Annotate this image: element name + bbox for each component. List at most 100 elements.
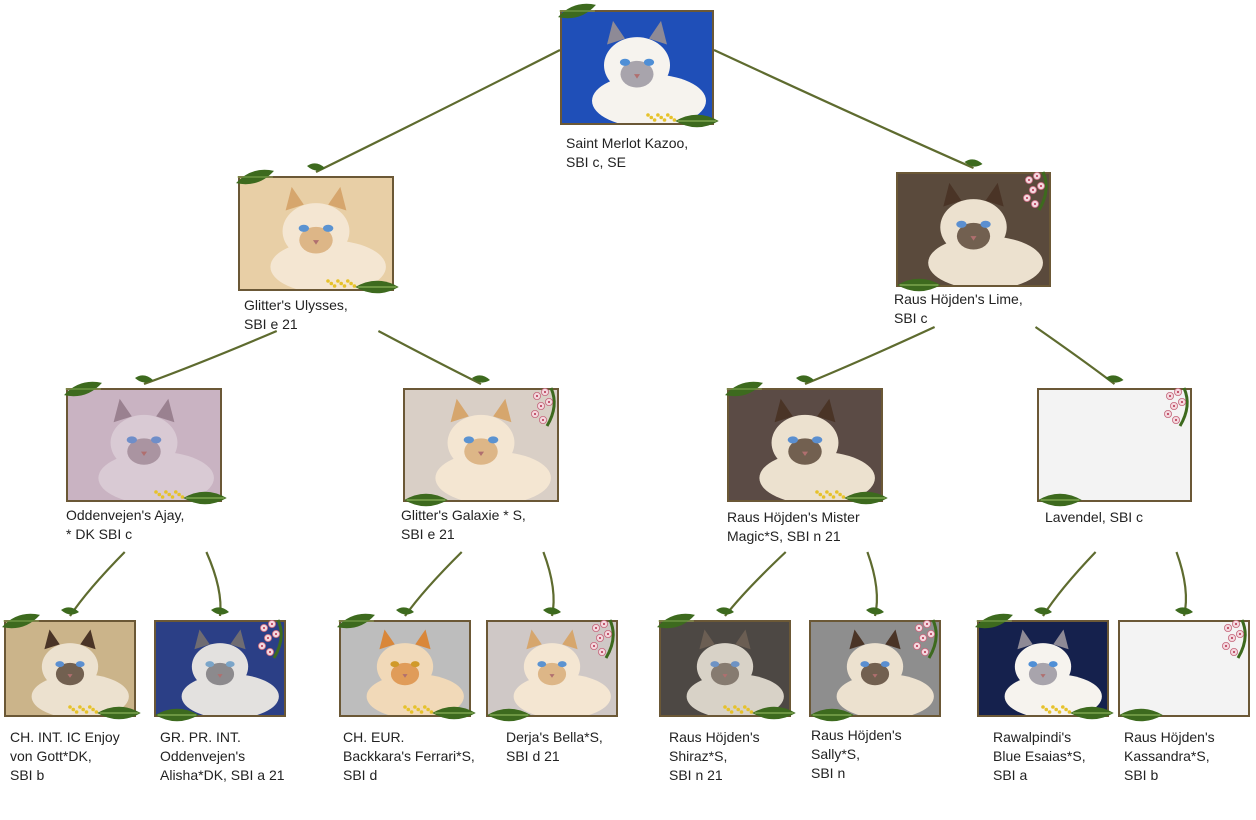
cat-breed: von Gott*DK, [10,748,92,764]
cat-name: Raus Höjden's Lime, [894,291,1023,307]
cat-breed: Shiraz*S, [669,748,728,764]
branch-leaf-icon [866,607,884,615]
branch-line [804,326,936,386]
cat-photo[interactable] [560,10,714,125]
cat-photo-empty[interactable] [1037,388,1192,502]
cat-breed: Sally*S, [811,746,861,762]
cat-name: Glitter's Galaxie * S, [401,507,526,523]
branch-leaf-icon [472,375,490,383]
cat-photo[interactable] [809,620,941,717]
cat-image [270,186,386,289]
cat-breed: Kassandra*S, [1124,748,1210,764]
cat-breed: SBI c, SE [566,154,626,170]
branch-leaf-icon [61,607,79,615]
cat-breed-extra: SBI n 21 [669,767,723,783]
cat-photo[interactable] [403,388,559,502]
branch-leaf-icon [135,375,153,383]
cat-name: Raus Höjden's Mister [727,509,860,525]
cat-image [1004,629,1102,715]
cat-breed: * DK SBI c [66,526,133,542]
cat-name: Derja's Bella*S, [506,729,603,745]
cat-photo[interactable] [896,172,1051,287]
branch-line [315,49,561,173]
cat-photo[interactable] [977,620,1109,717]
cat-breed: Magic*S, SBI n 21 [727,528,841,544]
cat-image [366,629,464,715]
cat-label: Raus Höjden's Sally*S, SBI n [811,726,902,783]
cat-breed-extra: SBI d [343,767,378,783]
cat-name: Lavendel, SBI c [1045,509,1144,525]
cat-breed-extra: SBI a [993,767,1028,783]
cat-image [928,182,1043,285]
cat-label: Oddenvejen's Ajay, * DK SBI c [66,506,184,544]
cat-breed-extra: Alisha*DK, SBI a 21 [160,767,285,783]
branch-leaf-icon [716,607,734,615]
cat-name: Raus Höjden's [669,729,760,745]
cat-name: Raus Höjden's [811,727,902,743]
cat-photo[interactable] [659,620,791,717]
cat-image [31,629,129,715]
branch-leaf-icon [796,375,814,383]
cat-label: Raus Höjden's Kassandra*S, SBI b [1124,728,1215,785]
cat-breed-extra: SBI n [811,765,846,781]
branch-line [713,49,974,170]
cat-image [513,629,611,715]
branch-leaf-icon [1034,607,1052,615]
cat-image [836,629,934,715]
cat-breed-extra: SBI b [1124,767,1159,783]
cat-name: Rawalpindi's [993,729,1072,745]
cat-label: Glitter's Galaxie * S, SBI e 21 [401,506,526,544]
cat-label: CH. INT. IC Enjoy von Gott*DK, SBI b [10,728,120,785]
cat-name: Glitter's Ulysses, [244,297,348,313]
branch-leaf-icon [964,159,983,167]
cat-breed: SBI d 21 [506,748,560,764]
cat-breed: SBI e 21 [401,526,455,542]
cat-photo[interactable] [486,620,618,717]
branch-leaf-icon [396,607,414,615]
cat-breed: Oddenvejen's [160,748,246,764]
cat-label: Lavendel, SBI c [1045,508,1143,527]
cat-name: CH. EUR. [343,729,405,745]
cat-name: Oddenvejen's Ajay, [66,507,185,523]
cat-label: Raus Höjden's Lime, SBI c [894,290,1023,328]
cat-image [759,398,875,500]
cat-photo[interactable] [4,620,136,717]
cat-breed: SBI e 21 [244,316,298,332]
cat-image [98,398,214,500]
cat-label: CH. EUR. Backkara's Ferrari*S, SBI d [343,728,475,785]
cat-image [435,398,551,500]
cat-photo[interactable] [339,620,471,717]
cat-label: Glitter's Ulysses, SBI e 21 [244,296,348,334]
cat-label: Saint Merlot Kazoo, SBI c, SE [566,134,688,172]
cat-photo[interactable] [727,388,883,502]
cat-label: Raus Höjden's Shiraz*S, SBI n 21 [669,728,760,785]
cat-breed-extra: SBI b [10,767,45,783]
cat-name: GR. PR. INT. [160,729,241,745]
cat-name: Raus Höjden's [1124,729,1215,745]
cat-photo[interactable] [154,620,286,717]
branch-line [143,329,278,386]
cat-breed: Backkara's Ferrari*S, [343,748,475,764]
cat-photo[interactable] [238,176,394,291]
branch-leaf-icon [211,607,229,615]
cat-image [686,629,784,715]
cat-label: Raus Höjden's Mister Magic*S, SBI n 21 [727,508,860,546]
cat-photo-empty[interactable] [1118,620,1250,717]
cat-image [592,20,706,123]
cat-label: Derja's Bella*S, SBI d 21 [506,728,603,766]
branch-leaf-icon [543,607,561,615]
cat-photo[interactable] [66,388,222,502]
cat-label: Rawalpindi's Blue Esaias*S, SBI a [993,728,1086,785]
cat-breed: Blue Esaias*S, [993,748,1086,764]
cat-name: CH. INT. IC Enjoy [10,729,120,745]
cat-label: GR. PR. INT. Oddenvejen's Alisha*DK, SBI… [160,728,285,785]
cat-name: Saint Merlot Kazoo, [566,135,689,151]
branch-leaf-icon [1105,375,1124,383]
branch-line [377,330,482,385]
branch-leaf-icon [307,163,325,171]
cat-image [181,629,279,715]
branch-leaf-icon [1175,607,1193,615]
cat-breed: SBI c [894,310,928,326]
